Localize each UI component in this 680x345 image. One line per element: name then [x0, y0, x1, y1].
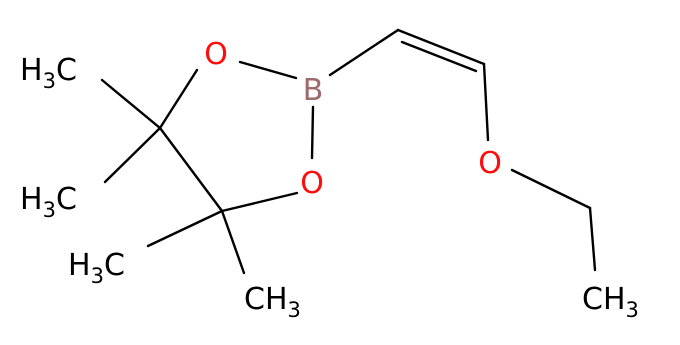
oxygen-ether-label: O: [478, 146, 502, 181]
bond-vinyl-double-outer: [396, 28, 486, 66]
oxygen-bottom-label: O: [300, 166, 324, 201]
bond-c1-ch3-1: [100, 78, 162, 130]
bond-c2-ch3-4: [220, 209, 246, 275]
atom-labels: O B O O H3C H3C H3C CH3 CH3: [20, 37, 639, 322]
methyl-5-label: CH3: [582, 282, 639, 322]
bond-b-o-bottom: [310, 105, 315, 160]
methyl-1-label: H3C: [20, 53, 77, 93]
bond-b-vinyl-c: [328, 28, 400, 77]
boron-label: B: [303, 73, 324, 108]
methyl-2-label: H3C: [20, 182, 77, 222]
bonds: [100, 28, 597, 275]
oxygen-top-label: O: [204, 37, 228, 72]
bond-o-top-b: [238, 60, 298, 80]
bond-c2-c1: [158, 126, 224, 213]
bond-ch2-ch3: [588, 206, 597, 272]
bond-vinyl-double-inner: [400, 40, 478, 73]
bond-c2-ch3-3: [146, 209, 224, 248]
bond-c1-ch3-2: [103, 126, 162, 184]
bond-o-ether-ch2: [510, 168, 592, 210]
bond-o-bottom-c2: [220, 191, 299, 213]
methyl-3-label: H3C: [68, 248, 125, 288]
bond-vinyl-c-o-ether: [482, 62, 490, 142]
methyl-4-label: CH3: [244, 282, 301, 322]
bond-c1-o-top: [158, 68, 199, 130]
